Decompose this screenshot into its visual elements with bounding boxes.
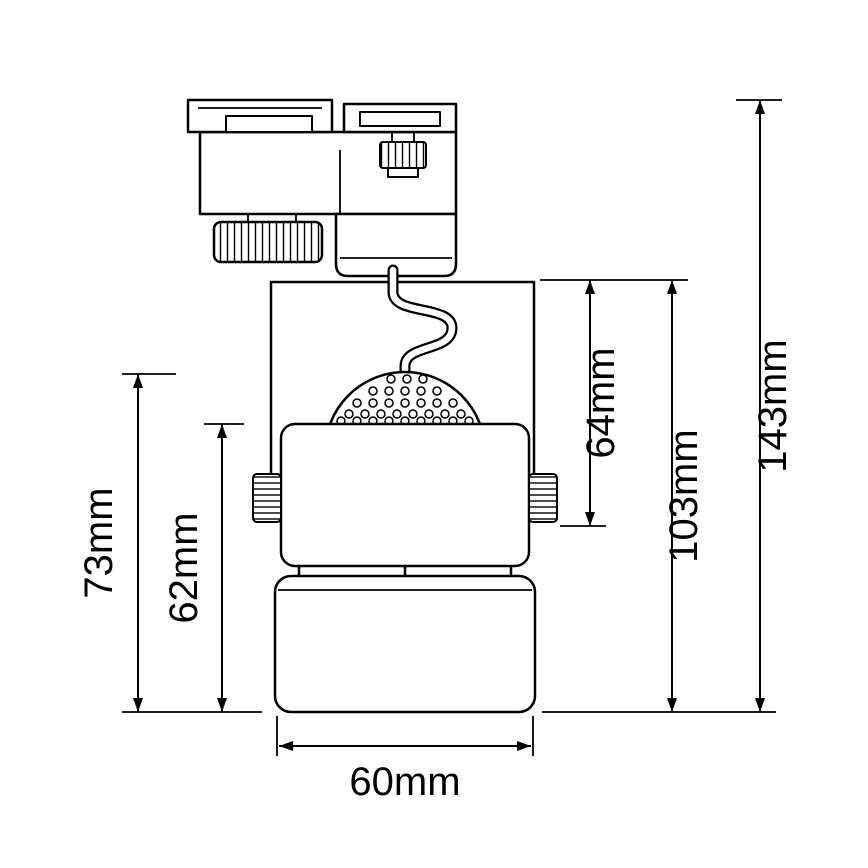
dimension-64mm: 64mm — [540, 279, 688, 527]
adapter-lower-body — [334, 212, 458, 278]
dimension-label-143mm: 143mm — [751, 339, 795, 472]
dimension-label-60mm: 60mm — [349, 760, 460, 804]
locking-knob — [379, 141, 427, 169]
dimension-label-64mm: 64mm — [579, 347, 623, 458]
knurled-cylinder — [212, 220, 324, 264]
dimension-73mm: 73mm — [77, 373, 176, 712]
lamp-neck — [297, 566, 513, 576]
dimension-60mm: 60mm — [276, 716, 534, 804]
dimension-label-73mm: 73mm — [77, 487, 121, 598]
side-knob-right — [528, 473, 558, 523]
dimension-62mm: 62mm — [162, 423, 244, 712]
locking-knob-washer — [387, 167, 419, 178]
dimension-label-62mm: 62mm — [162, 512, 206, 623]
lamp-shade — [273, 574, 537, 714]
track-adapter — [186, 98, 458, 278]
dimension-143mm: 143mm — [736, 99, 795, 712]
power-cord — [387, 264, 458, 382]
dimension-103mm: 103mm — [662, 280, 706, 712]
track-tab-left — [225, 115, 313, 133]
dimension-label-103mm: 103mm — [662, 429, 706, 562]
lamp-body — [252, 422, 558, 568]
track-tab-right — [359, 111, 441, 127]
side-knob-left — [252, 473, 282, 523]
